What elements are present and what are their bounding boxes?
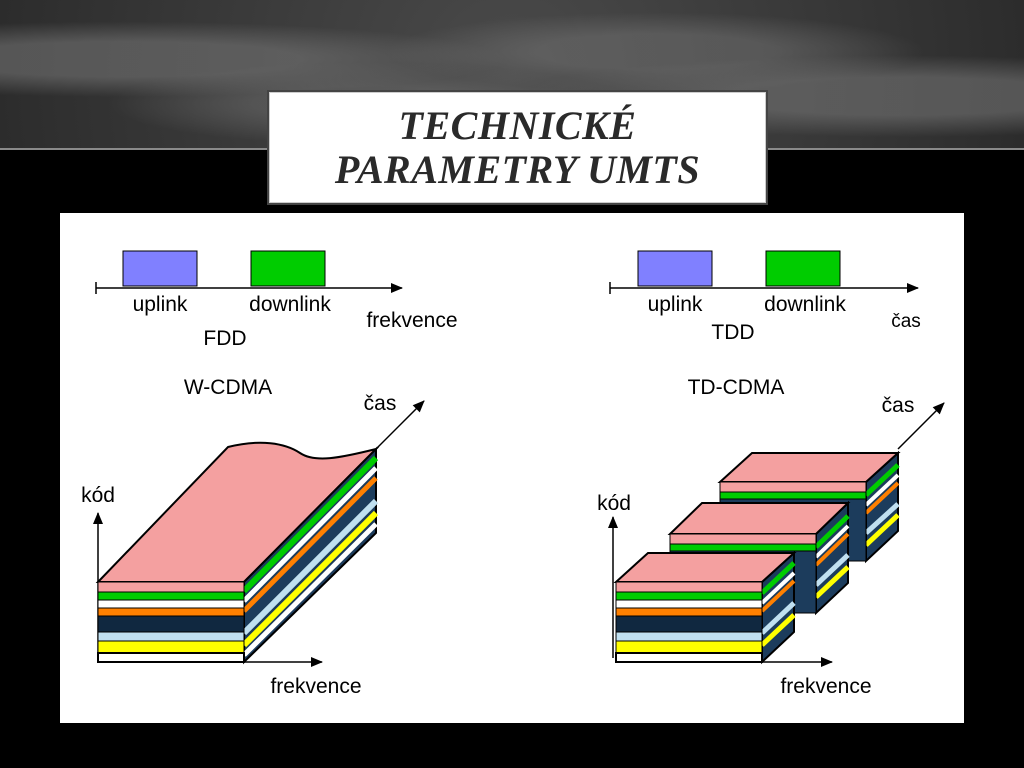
slide-title: TECHNICKÉ PARAMETRY UMTS [334,102,701,192]
tdcdma-time-label: čas [882,394,915,417]
tdcdma-title: TD-CDMA [688,376,785,399]
tdcdma-time-axis [897,402,945,450]
fdd-uplink-band [122,250,198,287]
wcdma-time-axis [375,400,425,450]
tdd-uplink-label: uplink [648,293,703,316]
tdd-diagram: uplink downlink čas TDD [609,250,921,344]
wcdma-code-label: kód [81,484,115,507]
title-box: TECHNICKÉ PARAMETRY UMTS [267,90,768,205]
wcdma-top-face [95,441,380,583]
fdd-uplink-label: uplink [133,293,188,316]
umts-diagram-panel: uplink downlink frekvence FDD uplink dow… [60,213,964,723]
tdcdma-frequency-label: frekvence [780,675,871,698]
tdcdma-code-label: kód [597,492,631,515]
tdd-time-label: čas [891,311,921,332]
tdcdma-diagram: TD-CDMA kód frekvence čas [597,376,945,698]
tdd-downlink-slot [765,250,841,287]
tdcdma-block-front [613,550,797,665]
wcdma-side-face [241,446,379,665]
wcdma-title: W-CDMA [184,376,272,399]
fdd-downlink-label: downlink [249,293,331,316]
fdd-frequency-label: frekvence [366,309,457,332]
wcdma-time-label: čas [364,392,397,415]
wcdma-front-face [97,581,245,663]
wcdma-diagram: W-CDMA kód frekvence čas [81,376,425,698]
tdd-mode-label: TDD [711,321,754,344]
fdd-downlink-band [250,250,326,287]
fdd-diagram: uplink downlink frekvence FDD [95,250,458,350]
tdd-downlink-label: downlink [764,293,846,316]
umts-diagram: uplink downlink frekvence FDD uplink dow… [81,250,945,698]
fdd-mode-label: FDD [203,327,246,350]
wcdma-frequency-label: frekvence [270,675,361,698]
tdd-uplink-slot [637,250,713,287]
